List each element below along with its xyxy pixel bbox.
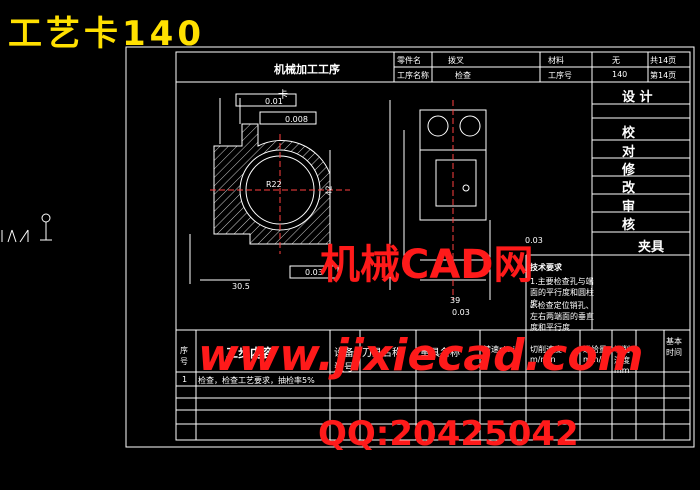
col-speed: 转速r/min: [483, 345, 521, 354]
process-no-label: 工序号: [548, 71, 572, 80]
label-check: 校: [622, 126, 636, 141]
tolerance-2: 0.008: [285, 115, 308, 124]
notes-title: 技术要求: [530, 263, 562, 272]
note-1: 1.主要检查孔与端面的平行度和圆柱度: [530, 277, 594, 308]
dim-r: R22: [266, 180, 282, 189]
tolerance-3: 0.03: [305, 268, 323, 277]
label-gai: 改: [622, 181, 636, 196]
part-front-view: [189, 93, 350, 284]
card-suffix: 卡: [278, 90, 288, 101]
col-equipment: 设备型号: [334, 348, 354, 374]
label-xiu: 修: [622, 163, 636, 178]
process-no-value: 140: [612, 70, 628, 79]
col-gauge: 量具名称: [420, 348, 460, 359]
dim-30: 30.5: [232, 282, 250, 291]
part-name-label: 零件名: [397, 56, 421, 65]
tolerance-1: 0.01: [265, 97, 283, 106]
col-content: 工步内容: [226, 346, 275, 360]
col-time: 基本时间: [666, 337, 682, 357]
watermark-cn: 机械CAD网: [320, 242, 534, 288]
tolerance-5: 0.03: [525, 236, 543, 245]
col-feed: 进给量mm/r: [583, 345, 607, 364]
col-tool: 刀具名称: [362, 348, 402, 359]
card-title: 机械加工工序: [274, 63, 340, 76]
part-side-view: [389, 100, 491, 300]
label-shen: 审: [622, 200, 636, 215]
col-depth: 切削深度mm: [614, 345, 630, 375]
label-design: 设 计: [622, 90, 653, 105]
label-fixture: 夹具: [638, 240, 665, 255]
watermark-url: www.jixiecad.com: [198, 330, 644, 381]
process-name-label: 工序名称: [397, 71, 429, 80]
page-number: 第14页: [650, 71, 677, 80]
total-pages: 共14页: [650, 56, 677, 65]
dim-42: 42: [324, 185, 334, 196]
dim-39: 39: [450, 296, 461, 305]
tolerance-4: 0.03: [452, 308, 470, 317]
note-2: 2.检查定位销孔、左右两端面的垂直度和平行度: [530, 301, 594, 332]
process-name-value: 检查: [455, 71, 471, 80]
material-label: 材料: [548, 56, 564, 65]
coordinate-symbol-icon: [1, 213, 52, 243]
col-seq: 序号: [180, 346, 188, 366]
label-dui: 对: [622, 145, 636, 160]
row1-seq: 1: [182, 375, 188, 384]
col-cut-speed: 切削速度m/min: [530, 345, 562, 364]
label-he: 核: [622, 218, 636, 233]
row1-content: 检查，检查工艺要求，抽检率5%: [198, 376, 315, 385]
part-name-value: 拨叉: [448, 56, 464, 65]
watermark-qq: QQ:20425042: [318, 414, 579, 454]
material-value: 无: [612, 56, 620, 65]
